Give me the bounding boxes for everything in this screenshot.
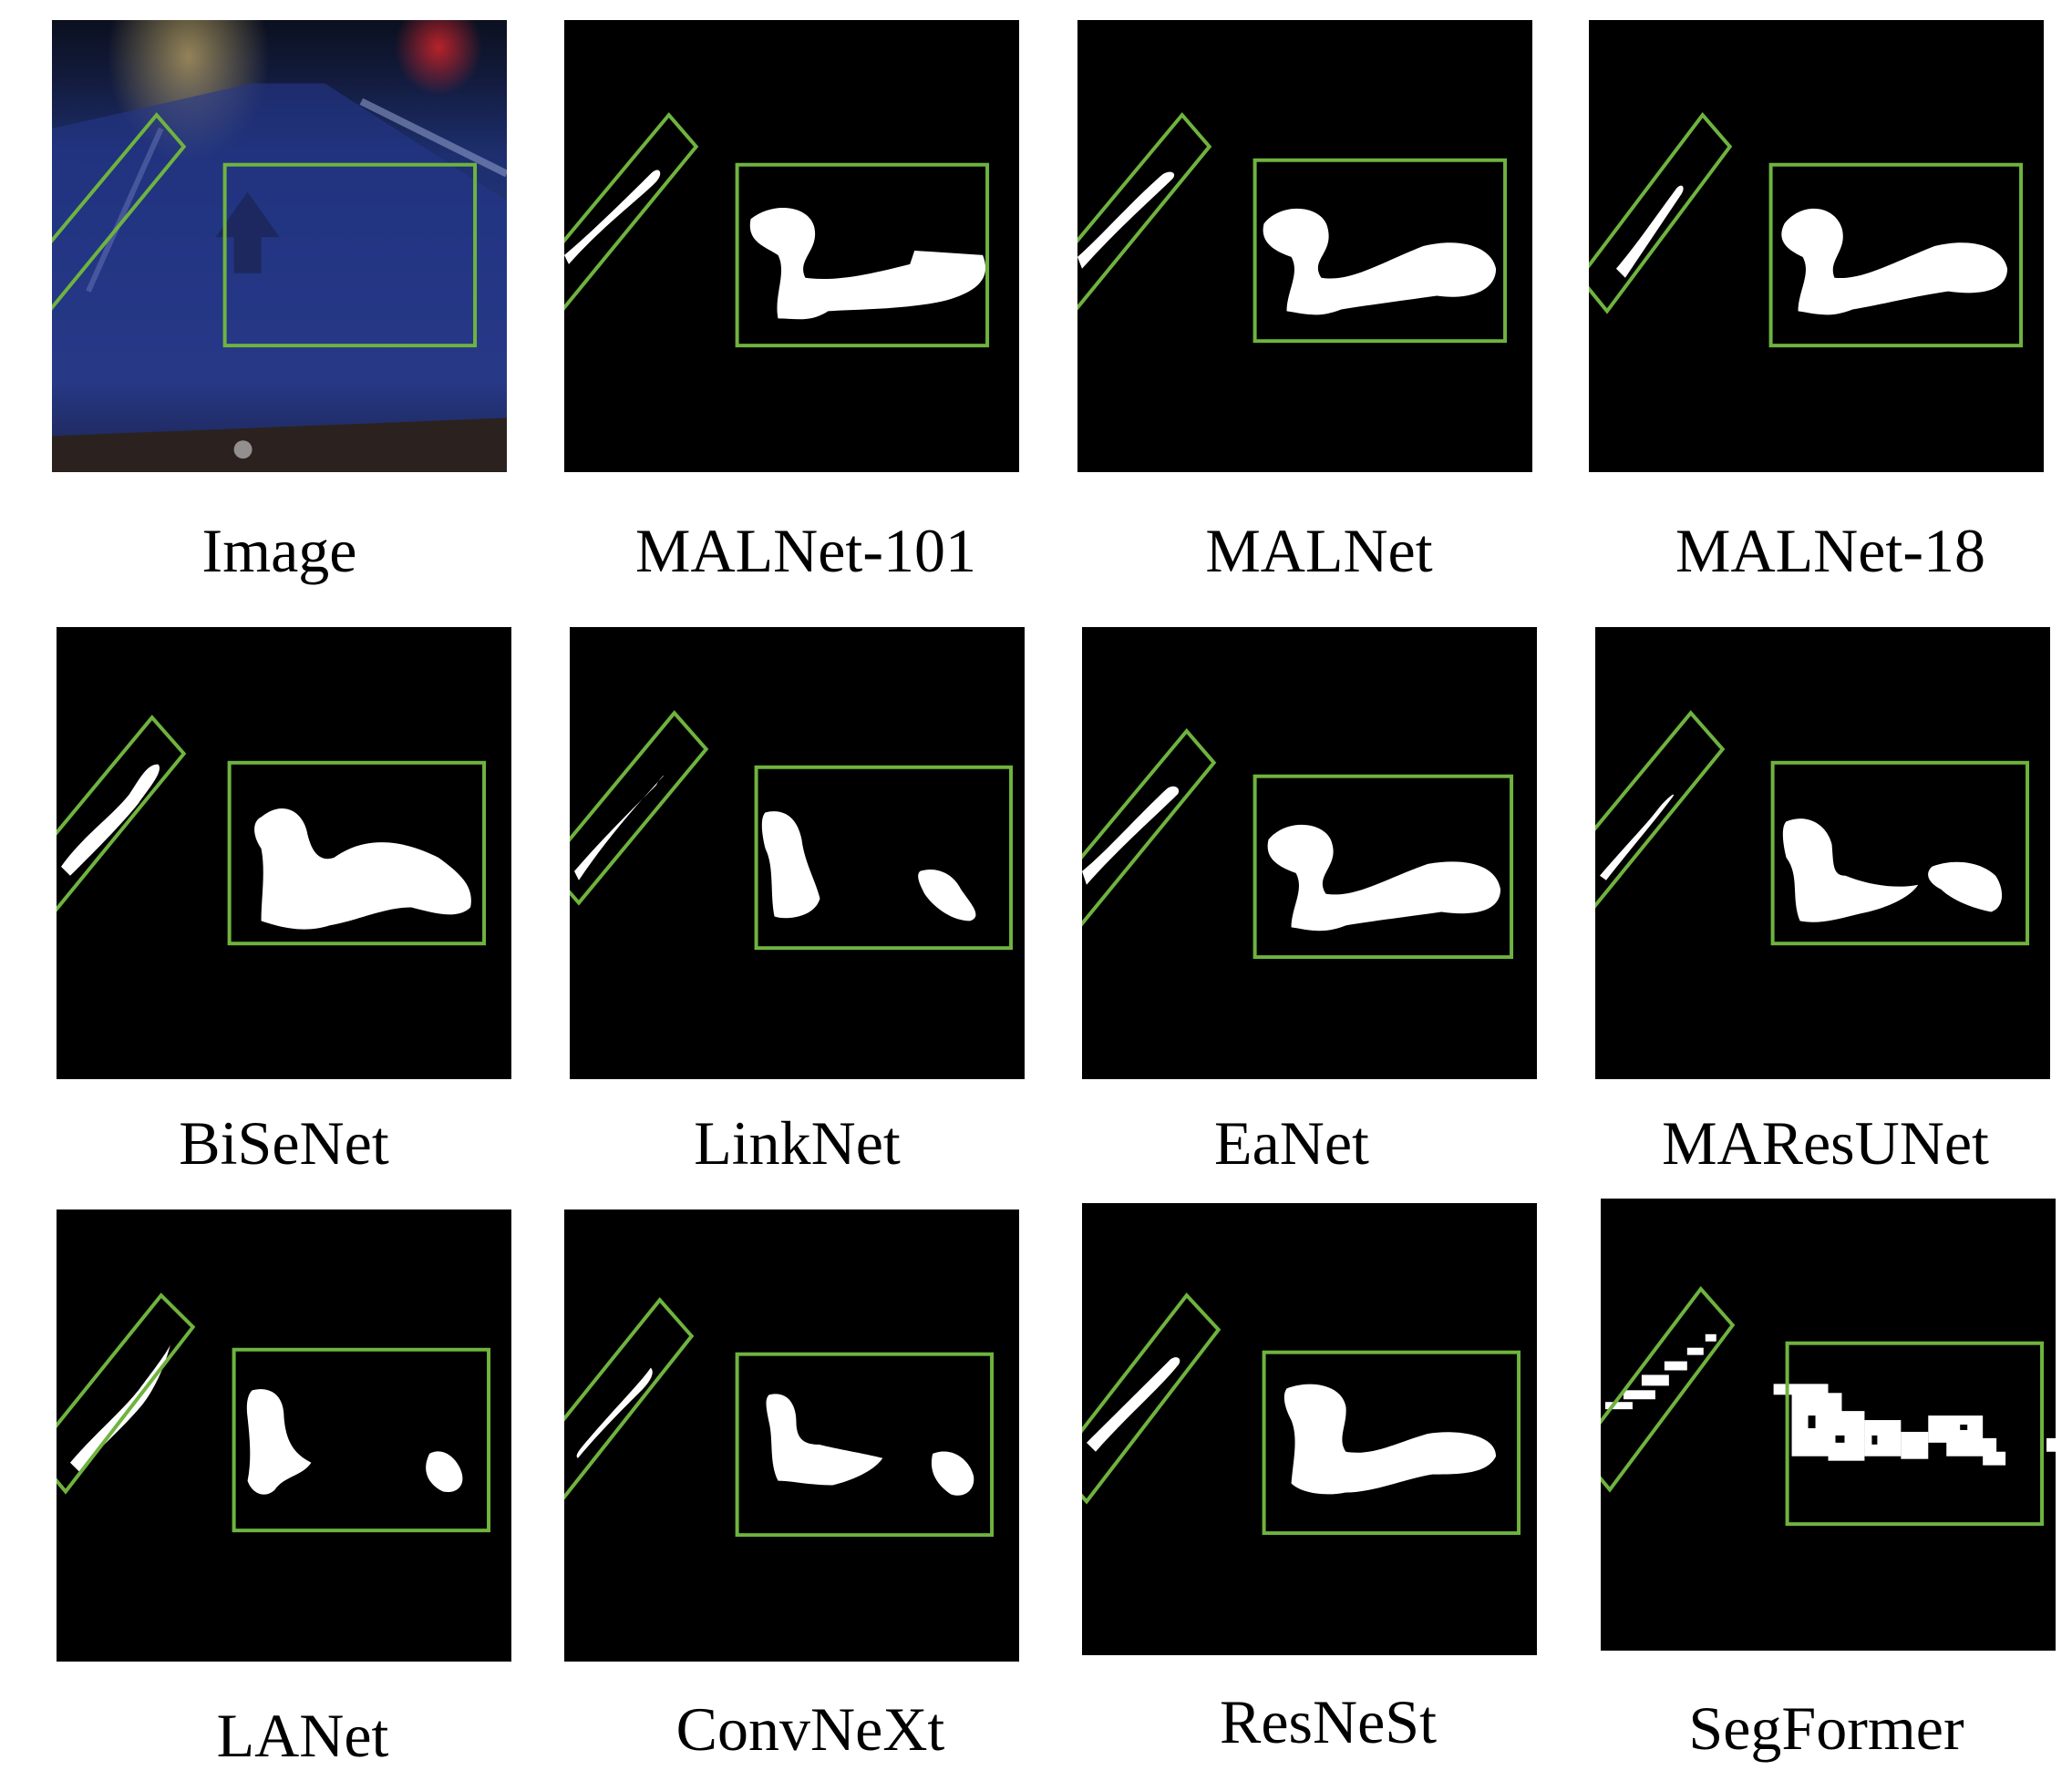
caption-bisenet: BiSeNet	[179, 1108, 389, 1178]
panel-eanet	[1082, 627, 1537, 1079]
caption-eanet: EaNet	[1214, 1108, 1369, 1178]
caption-resnest: ResNeSt	[1220, 1687, 1437, 1756]
caption-malnet-101: MALNet-101	[635, 516, 976, 585]
panel-resnest	[1082, 1203, 1537, 1655]
panel-malnet-101	[564, 20, 1019, 472]
road-scene-graphic	[52, 83, 507, 472]
caption-malnet: MALNet	[1205, 516, 1433, 585]
panel-lanet	[57, 1209, 511, 1662]
caption-malnet-18: MALNet-18	[1675, 516, 1985, 585]
caption-maresunet: MAResUNet	[1662, 1108, 1989, 1178]
caption-lanet: LANet	[216, 1701, 389, 1770]
caption-image: Image	[201, 516, 357, 585]
segmentation-mask	[57, 715, 487, 946]
segmentation-mask	[1077, 112, 1508, 344]
panel-convnext	[564, 1209, 1019, 1662]
segmentation-mask	[1595, 710, 2030, 946]
panel-bisenet	[57, 627, 511, 1079]
segmentation-mask	[1082, 728, 1514, 960]
highlight-boxes	[52, 112, 478, 348]
segmentation-mask	[564, 112, 990, 348]
caption-segformer: SegFormer	[1688, 1693, 1964, 1763]
segmentation-mask	[1589, 111, 2024, 348]
panel-maresunet	[1595, 627, 2050, 1079]
panel-malnet-18	[1589, 20, 2044, 472]
caption-convnext: ConvNeXt	[675, 1694, 945, 1764]
segmentation-mask	[570, 710, 1014, 951]
segmentation-mask	[57, 1292, 491, 1533]
caption-linknet: LinkNet	[694, 1108, 901, 1178]
panel-malnet	[1077, 20, 1532, 472]
panel-image	[52, 20, 507, 472]
segmentation-mask	[564, 1297, 995, 1538]
panel-linknet	[570, 627, 1025, 1079]
segmentation-mask	[1082, 1292, 1521, 1536]
panel-segformer	[1601, 1199, 2056, 1651]
segmentation-mask	[1601, 1286, 2056, 1527]
